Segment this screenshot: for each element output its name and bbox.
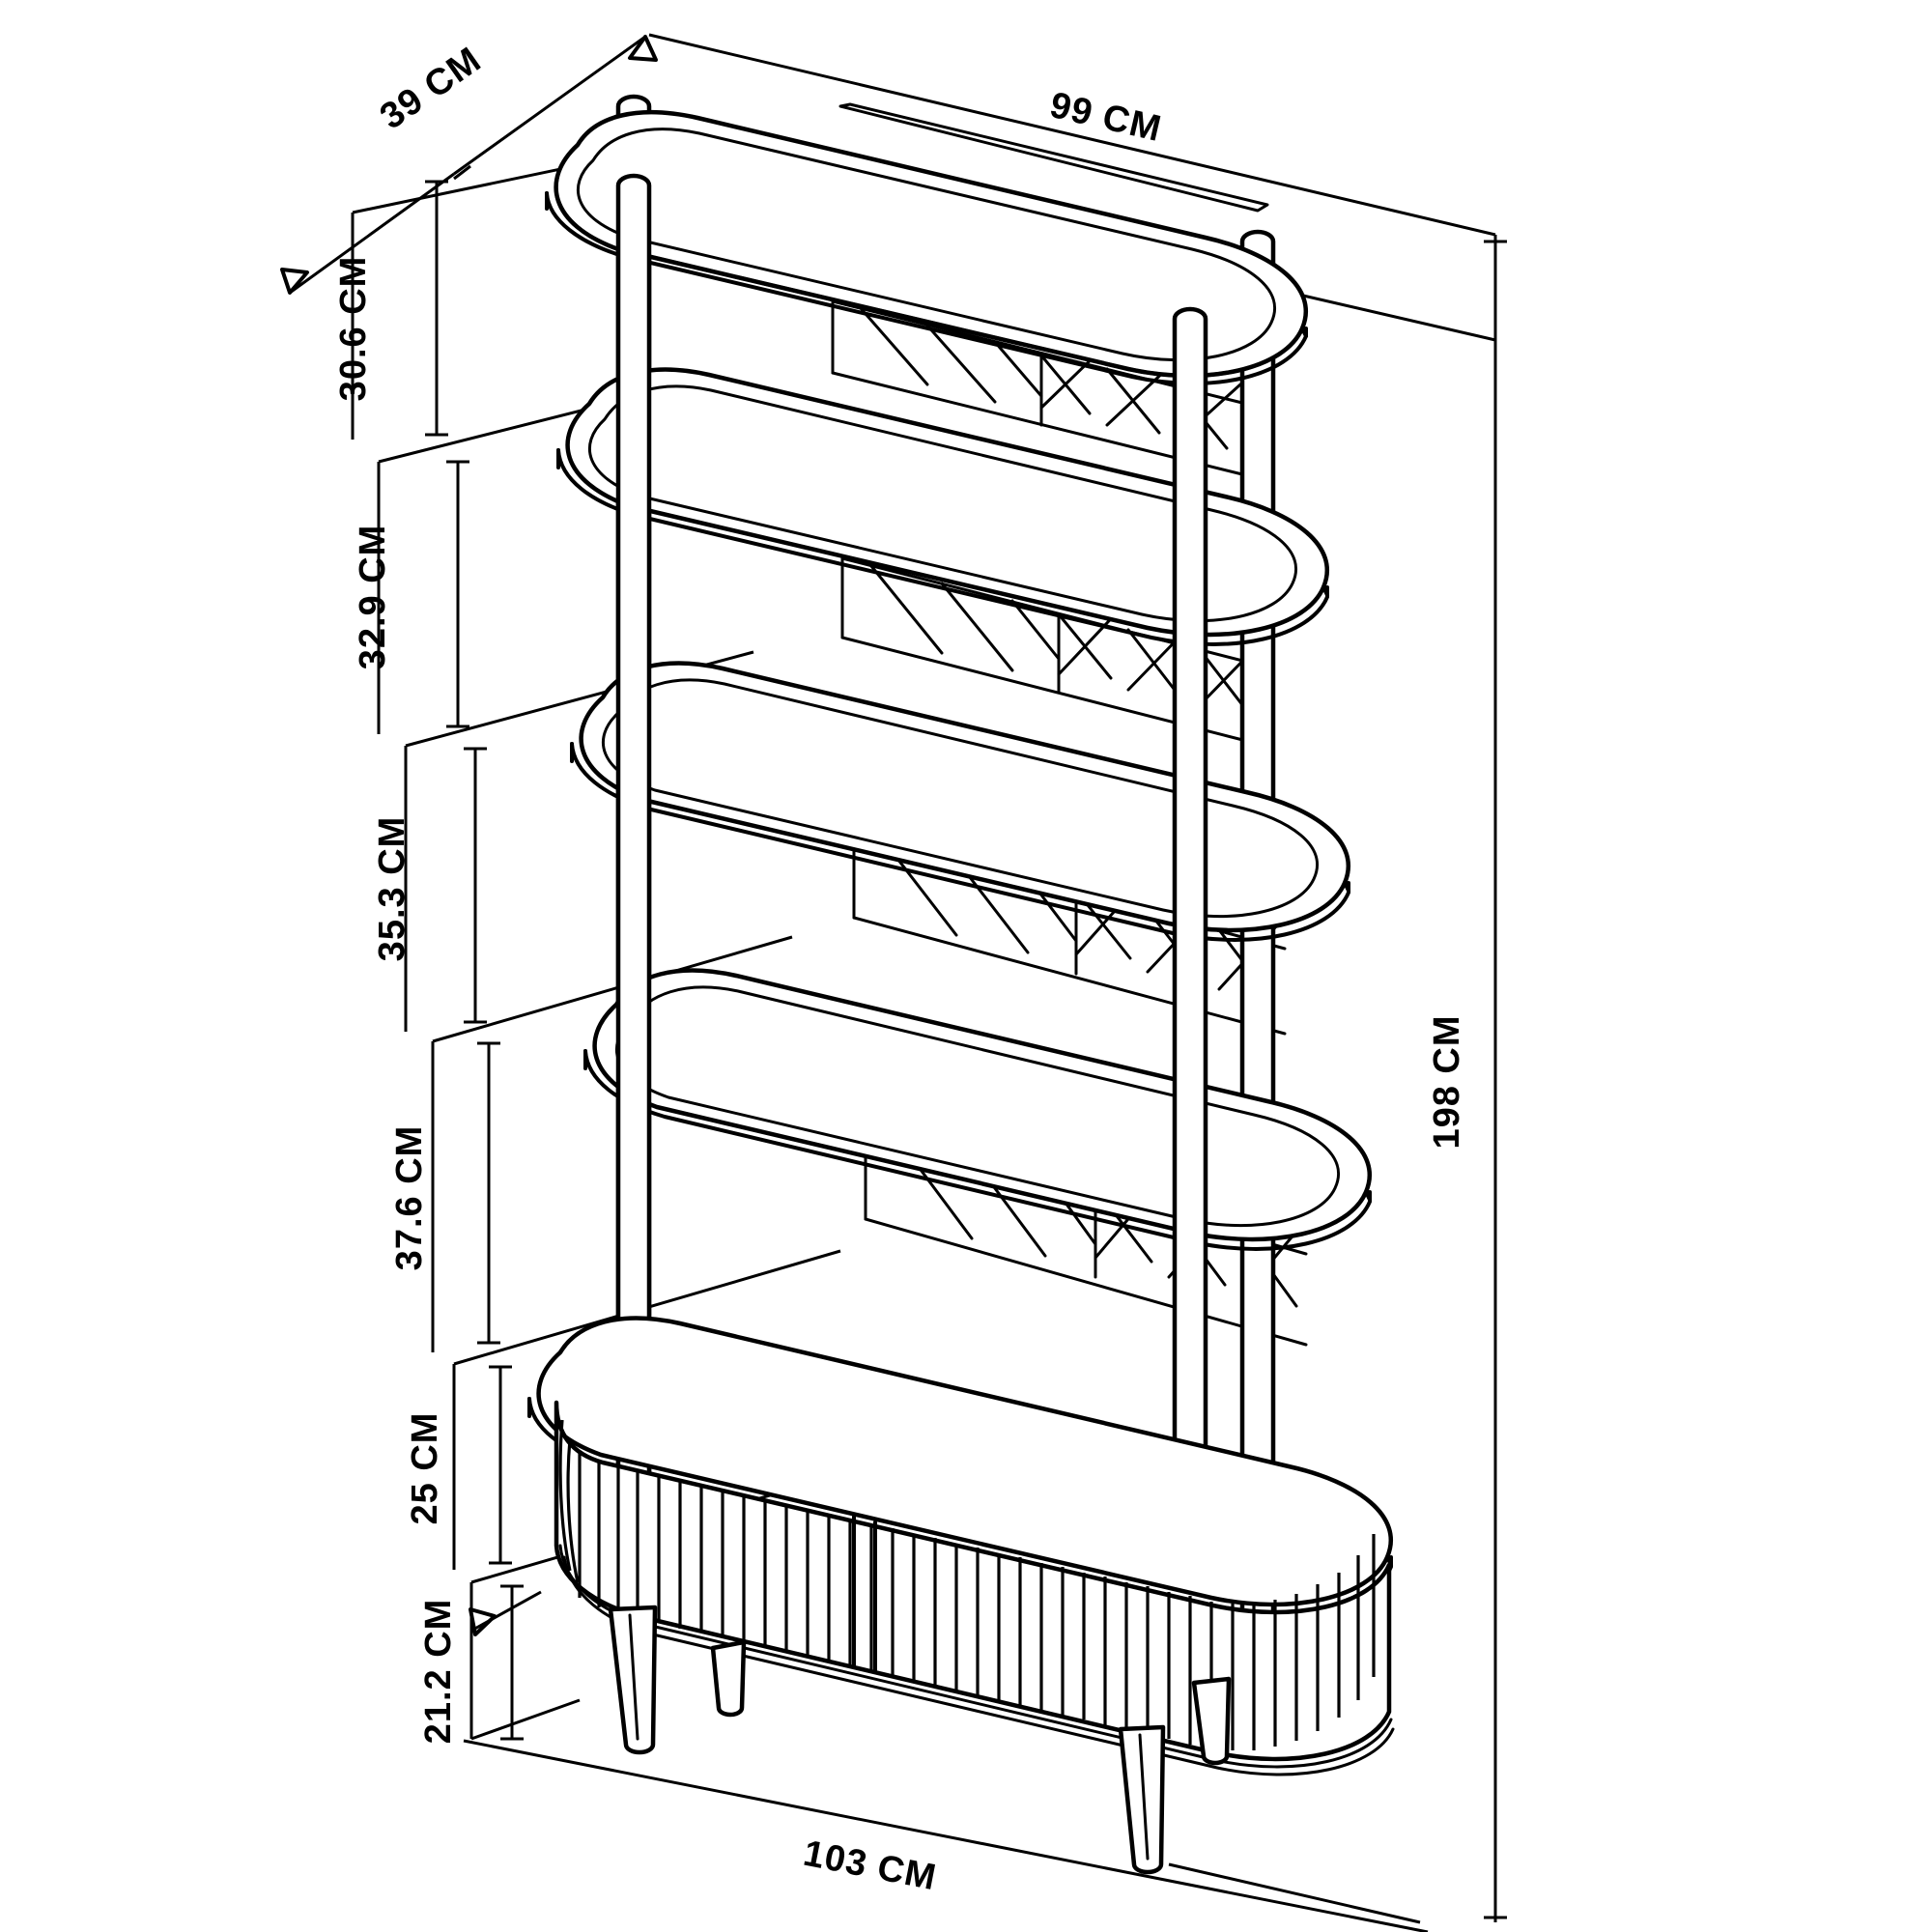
leg-front-right — [1118, 1724, 1166, 1875]
label-tier-2: 32.9 CM — [353, 525, 393, 670]
dim-width-base — [463, 1590, 1429, 1932]
label-cabinet: 25 CM — [405, 1412, 445, 1525]
label-total-height: 198 CM — [1427, 1014, 1467, 1149]
dim-vertical-bars — [425, 180, 524, 1741]
furniture-group — [527, 94, 1395, 1875]
label-width-top: 99 CM — [1046, 85, 1165, 150]
label-tier-3: 35.3 CM — [372, 816, 412, 962]
cabinet-body-fluted — [554, 1400, 1395, 1776]
leg-rear-left — [710, 1639, 747, 1718]
shelf-2 — [556, 367, 1330, 646]
leg-rear-right — [1191, 1676, 1232, 1766]
label-tier-4: 37.6 CM — [389, 1125, 430, 1271]
label-tier-1: 30.6 CM — [333, 256, 374, 402]
label-depth-top: 39 CM — [373, 40, 489, 137]
label-legs: 21.2 CM — [418, 1599, 459, 1745]
dim-total-height — [1168, 240, 1507, 1924]
leg-front-left — [608, 1605, 658, 1755]
label-width-base: 103 CM — [800, 1833, 940, 1899]
post-front-right — [1172, 306, 1208, 1566]
cabinet-door-split[interactable] — [852, 1515, 877, 1673]
dim-depth-top — [280, 35, 658, 295]
